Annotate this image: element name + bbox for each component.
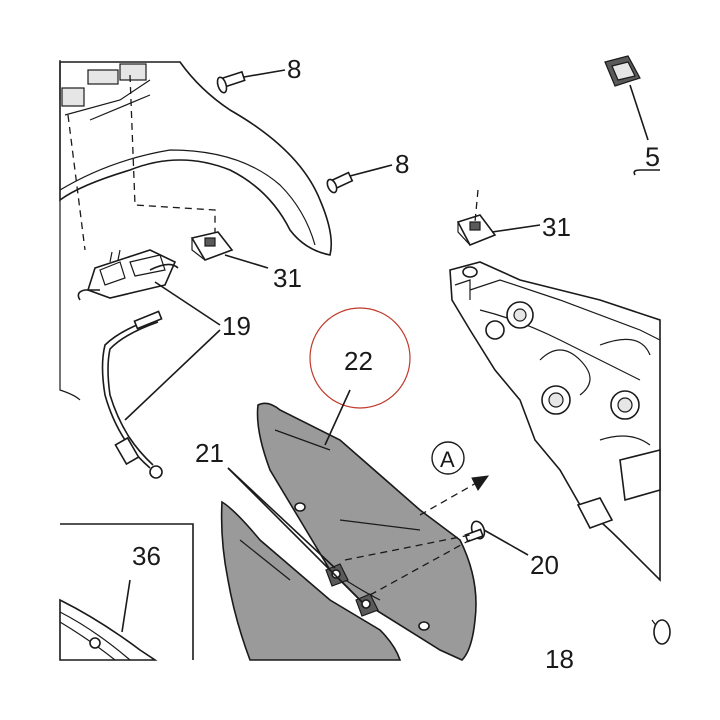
seat-cowl-assembly [59,60,333,401]
screw-20 [464,520,529,556]
callout-22: 22 [344,346,373,376]
side-panel-21 [220,500,402,661]
inset-box-36 [59,523,194,661]
bolt-8-lower [326,164,393,194]
callout-8-upper: 8 [287,54,301,84]
assembly-dashes [344,475,490,596]
callout-18: 18 [545,644,574,674]
callout-21: 21 [195,438,224,468]
panel-fasteners [325,563,379,617]
callout-20: 20 [530,550,559,580]
callout-19: 19 [222,311,251,341]
callout-31-right: 31 [542,212,571,242]
side-panel-22 [256,402,477,661]
view-marker-A-circle [431,441,465,475]
cable-19 [101,310,163,479]
callout-A: A [440,447,455,472]
callout-5: 5 [645,142,660,172]
hinge-19 [77,249,179,301]
leaders-lower [227,389,363,603]
clip-5 [604,55,660,176]
highlight-circle-22 [309,307,411,409]
clip-31-left [190,231,234,261]
callout-8-lower: 8 [395,149,409,179]
callout-31-left: 31 [273,263,302,293]
rear-frame-bracket [449,261,671,645]
leaders-left [124,254,269,421]
callout-36: 36 [132,541,161,571]
clip-31-right [456,189,541,247]
bolt-8-upper [216,69,286,94]
